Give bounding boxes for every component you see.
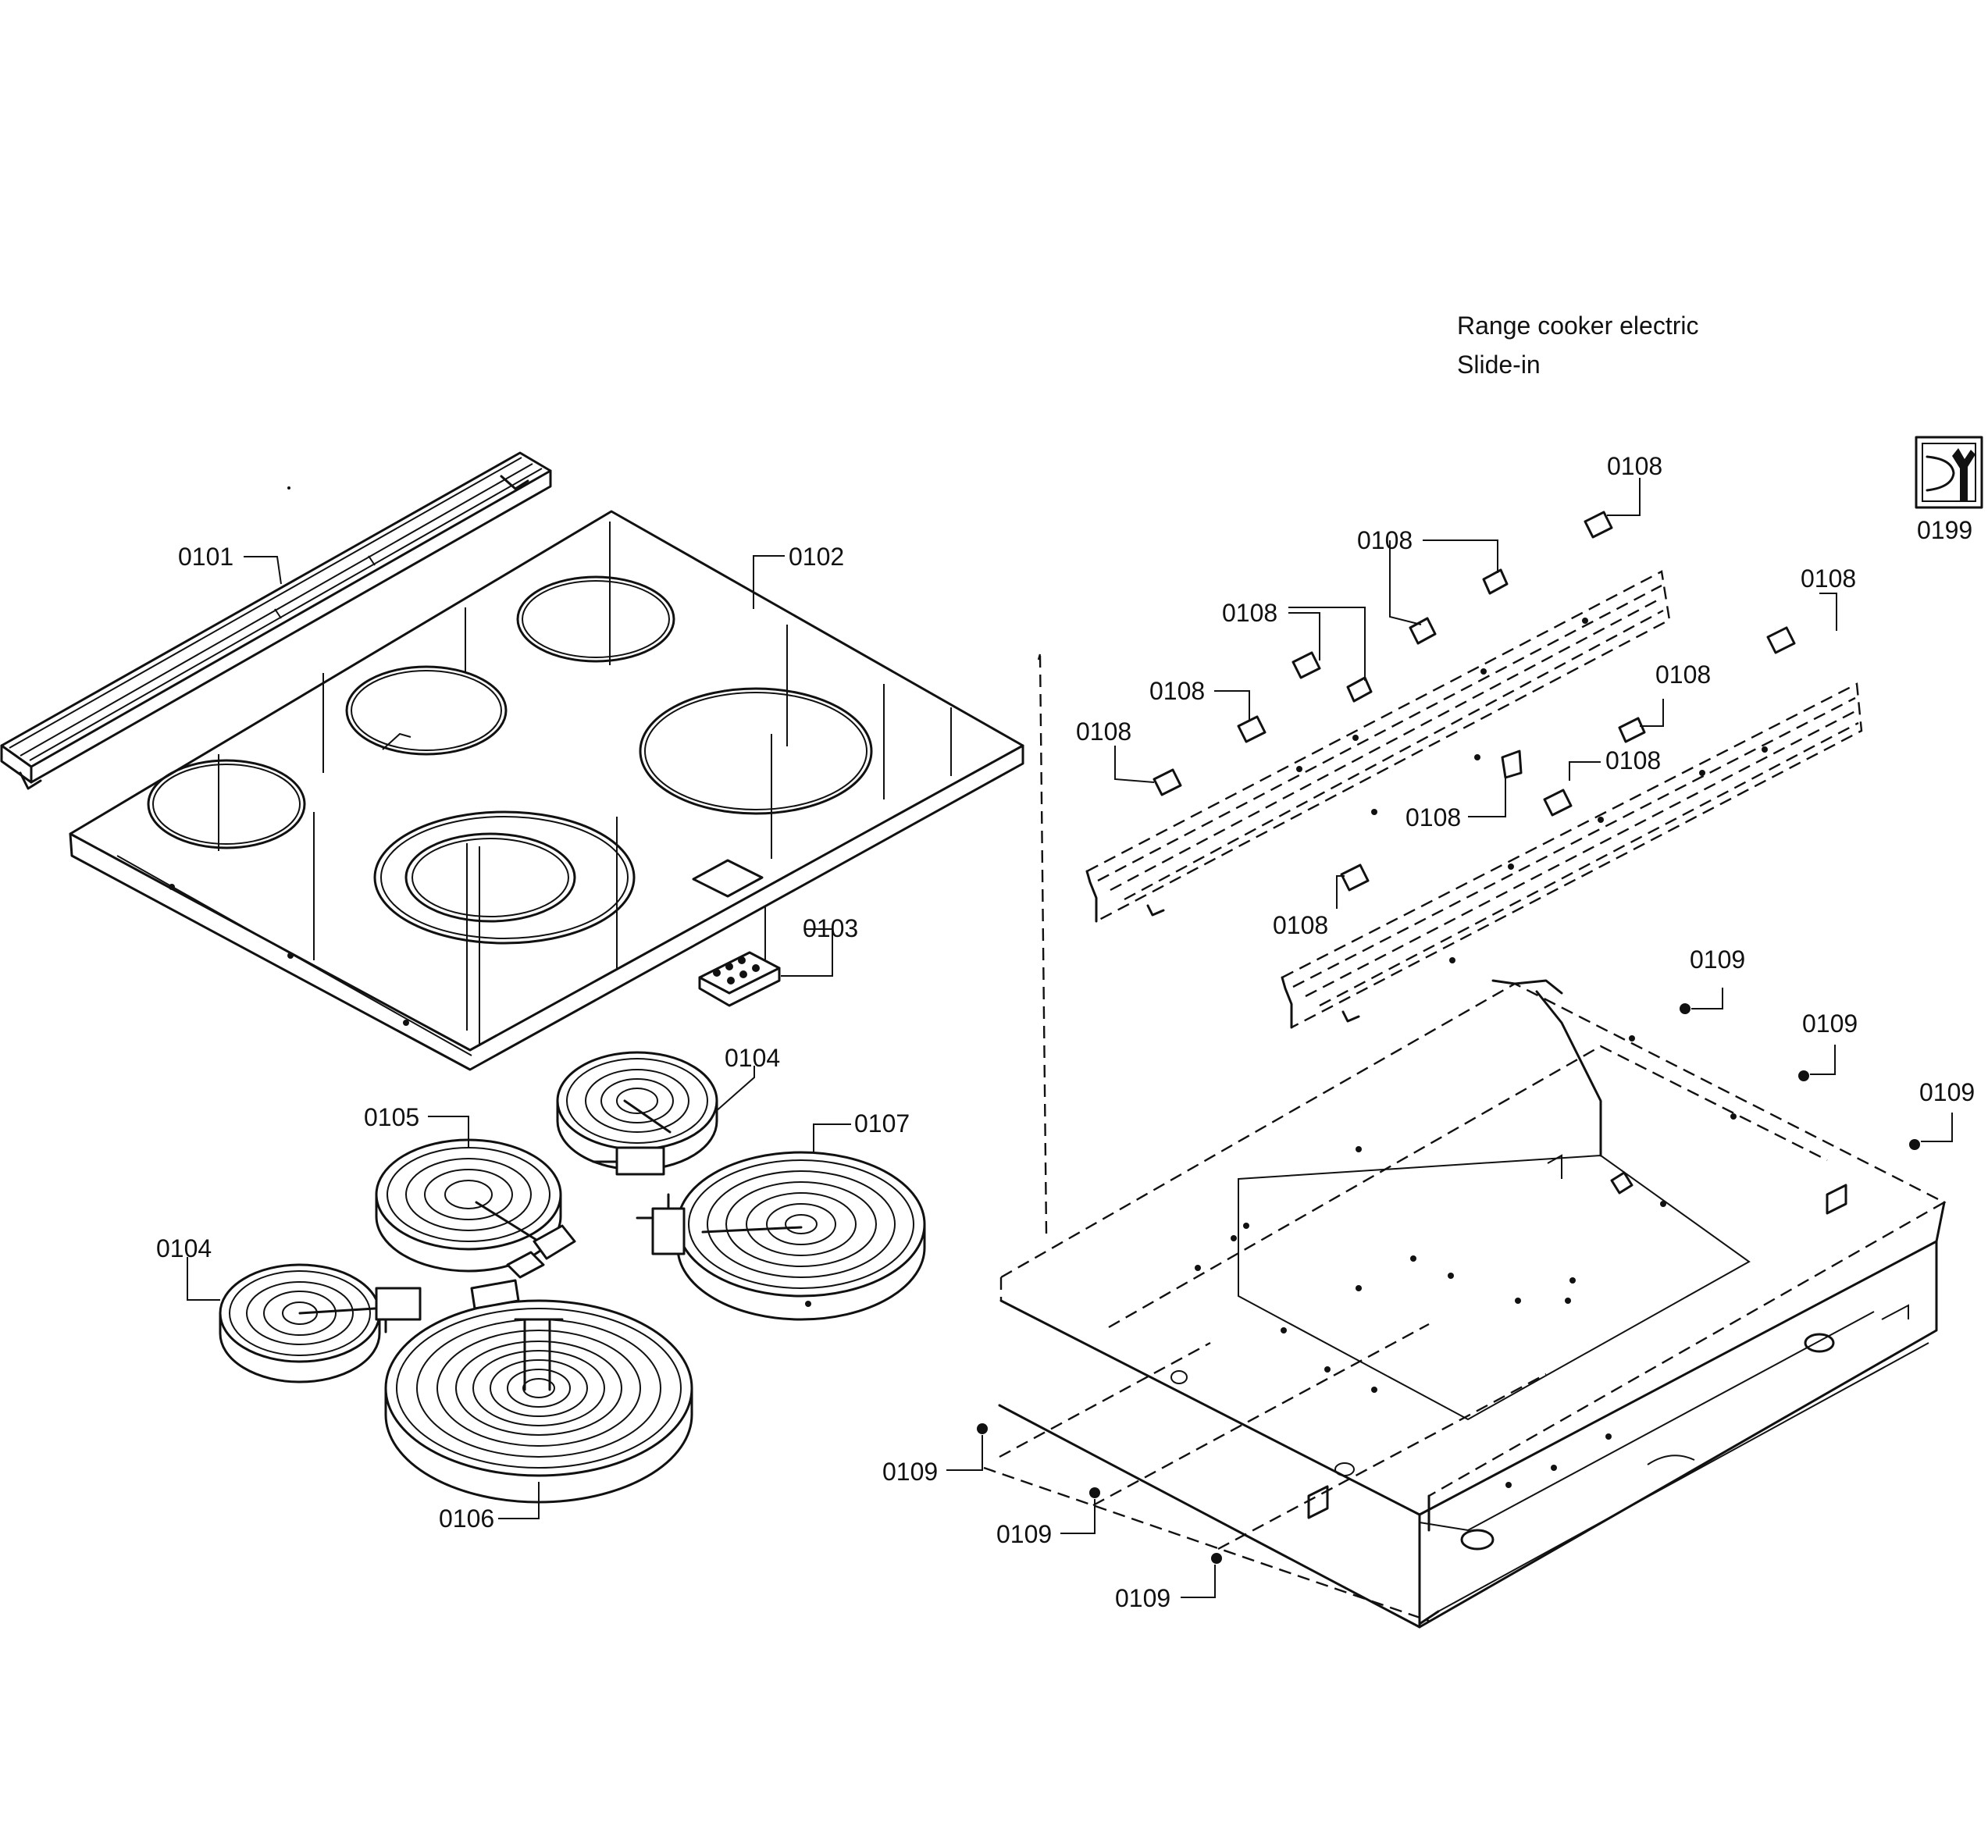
part-label-0109-a: 0109	[1690, 945, 1745, 974]
part-0104-heating-element-upper	[556, 1051, 718, 1176]
leader-0108-a	[1607, 478, 1641, 516]
part-label-0109-c: 0109	[1919, 1078, 1975, 1106]
part-0106-heating-element	[384, 1279, 693, 1504]
part-label-0108-a: 0108	[1607, 452, 1662, 480]
part-label-0105: 0105	[364, 1103, 419, 1131]
part-label-0109-f: 0109	[1115, 1584, 1170, 1612]
part-mounting-rail-rear	[1085, 570, 1671, 923]
part-0109-screws	[977, 1003, 1920, 1564]
leader-0108-f	[1819, 593, 1837, 631]
part-label-0108-c: 0108	[1222, 599, 1277, 627]
part-label-0104-lower: 0104	[156, 1234, 212, 1262]
leader-0109-b	[1810, 1045, 1836, 1075]
part-label-0108-e: 0108	[1076, 717, 1131, 746]
leader-0101	[244, 556, 282, 585]
part-label-0108-g: 0108	[1655, 661, 1711, 689]
part-label-0101: 0101	[178, 543, 233, 571]
leader-0109-c	[1921, 1113, 1953, 1142]
part-label-0103: 0103	[803, 914, 858, 942]
leader-0108-e	[1114, 746, 1155, 783]
leader-0103	[781, 928, 833, 977]
part-0108-clips	[1153, 511, 1796, 892]
leader-0108-d	[1214, 690, 1250, 721]
part-mounting-rail-front	[1281, 682, 1863, 1029]
part-label-0106: 0106	[439, 1504, 494, 1533]
part-label-0109-d: 0109	[882, 1458, 938, 1486]
part-label-0107: 0107	[854, 1109, 910, 1138]
part-label-0108-b: 0108	[1357, 526, 1413, 554]
leader-0109-d	[946, 1435, 983, 1471]
leader-0106	[498, 1482, 540, 1519]
part-label-0102: 0102	[789, 543, 844, 571]
part-label-0108-i: 0108	[1405, 803, 1461, 831]
leader-0108-i	[1468, 778, 1506, 817]
part-0102-glass-cooktop	[69, 486, 1024, 1071]
part-label-0108-f: 0108	[1801, 564, 1856, 593]
leader-0108-c2	[1288, 607, 1366, 681]
leader-0104-upper	[714, 1066, 755, 1113]
wrench-service-icon	[1915, 436, 1983, 509]
part-0103-control-module	[698, 906, 781, 1007]
diagram-subtitle: Slide-in	[1457, 351, 1541, 379]
part-label-0108-h: 0108	[1605, 746, 1661, 774]
part-bottom-housing	[983, 653, 1947, 1629]
leader-0107	[813, 1123, 851, 1152]
part-0105-heating-element	[375, 1138, 576, 1279]
leader-0108-c	[1288, 612, 1320, 661]
part-label-0108-j: 0108	[1273, 911, 1328, 939]
leader-0109-e	[1060, 1499, 1096, 1534]
part-label-0109-e: 0109	[996, 1520, 1052, 1548]
leader-0102	[753, 555, 785, 609]
part-0107-heating-element	[636, 1151, 926, 1321]
leader-0104-lower	[187, 1257, 220, 1301]
leader-0108-j	[1336, 875, 1345, 909]
leader-0109-a	[1691, 988, 1723, 1009]
part-0101-trim-strip	[0, 451, 552, 790]
diagram-title: Range cooker electric	[1457, 312, 1698, 340]
leader-0109-f	[1181, 1565, 1216, 1598]
part-label-0108-d: 0108	[1149, 677, 1205, 705]
part-label-0104-upper: 0104	[725, 1044, 780, 1072]
leader-0108-h	[1569, 761, 1601, 781]
part-0104-heating-element-lower	[219, 1263, 422, 1383]
part-label-0199: 0199	[1917, 516, 1972, 544]
leader-0108-b2	[1389, 540, 1422, 625]
leader-0108-g	[1640, 699, 1664, 727]
leader-0105	[428, 1116, 469, 1148]
part-label-0109-b: 0109	[1802, 1009, 1858, 1038]
leader-0108-b	[1423, 539, 1498, 573]
